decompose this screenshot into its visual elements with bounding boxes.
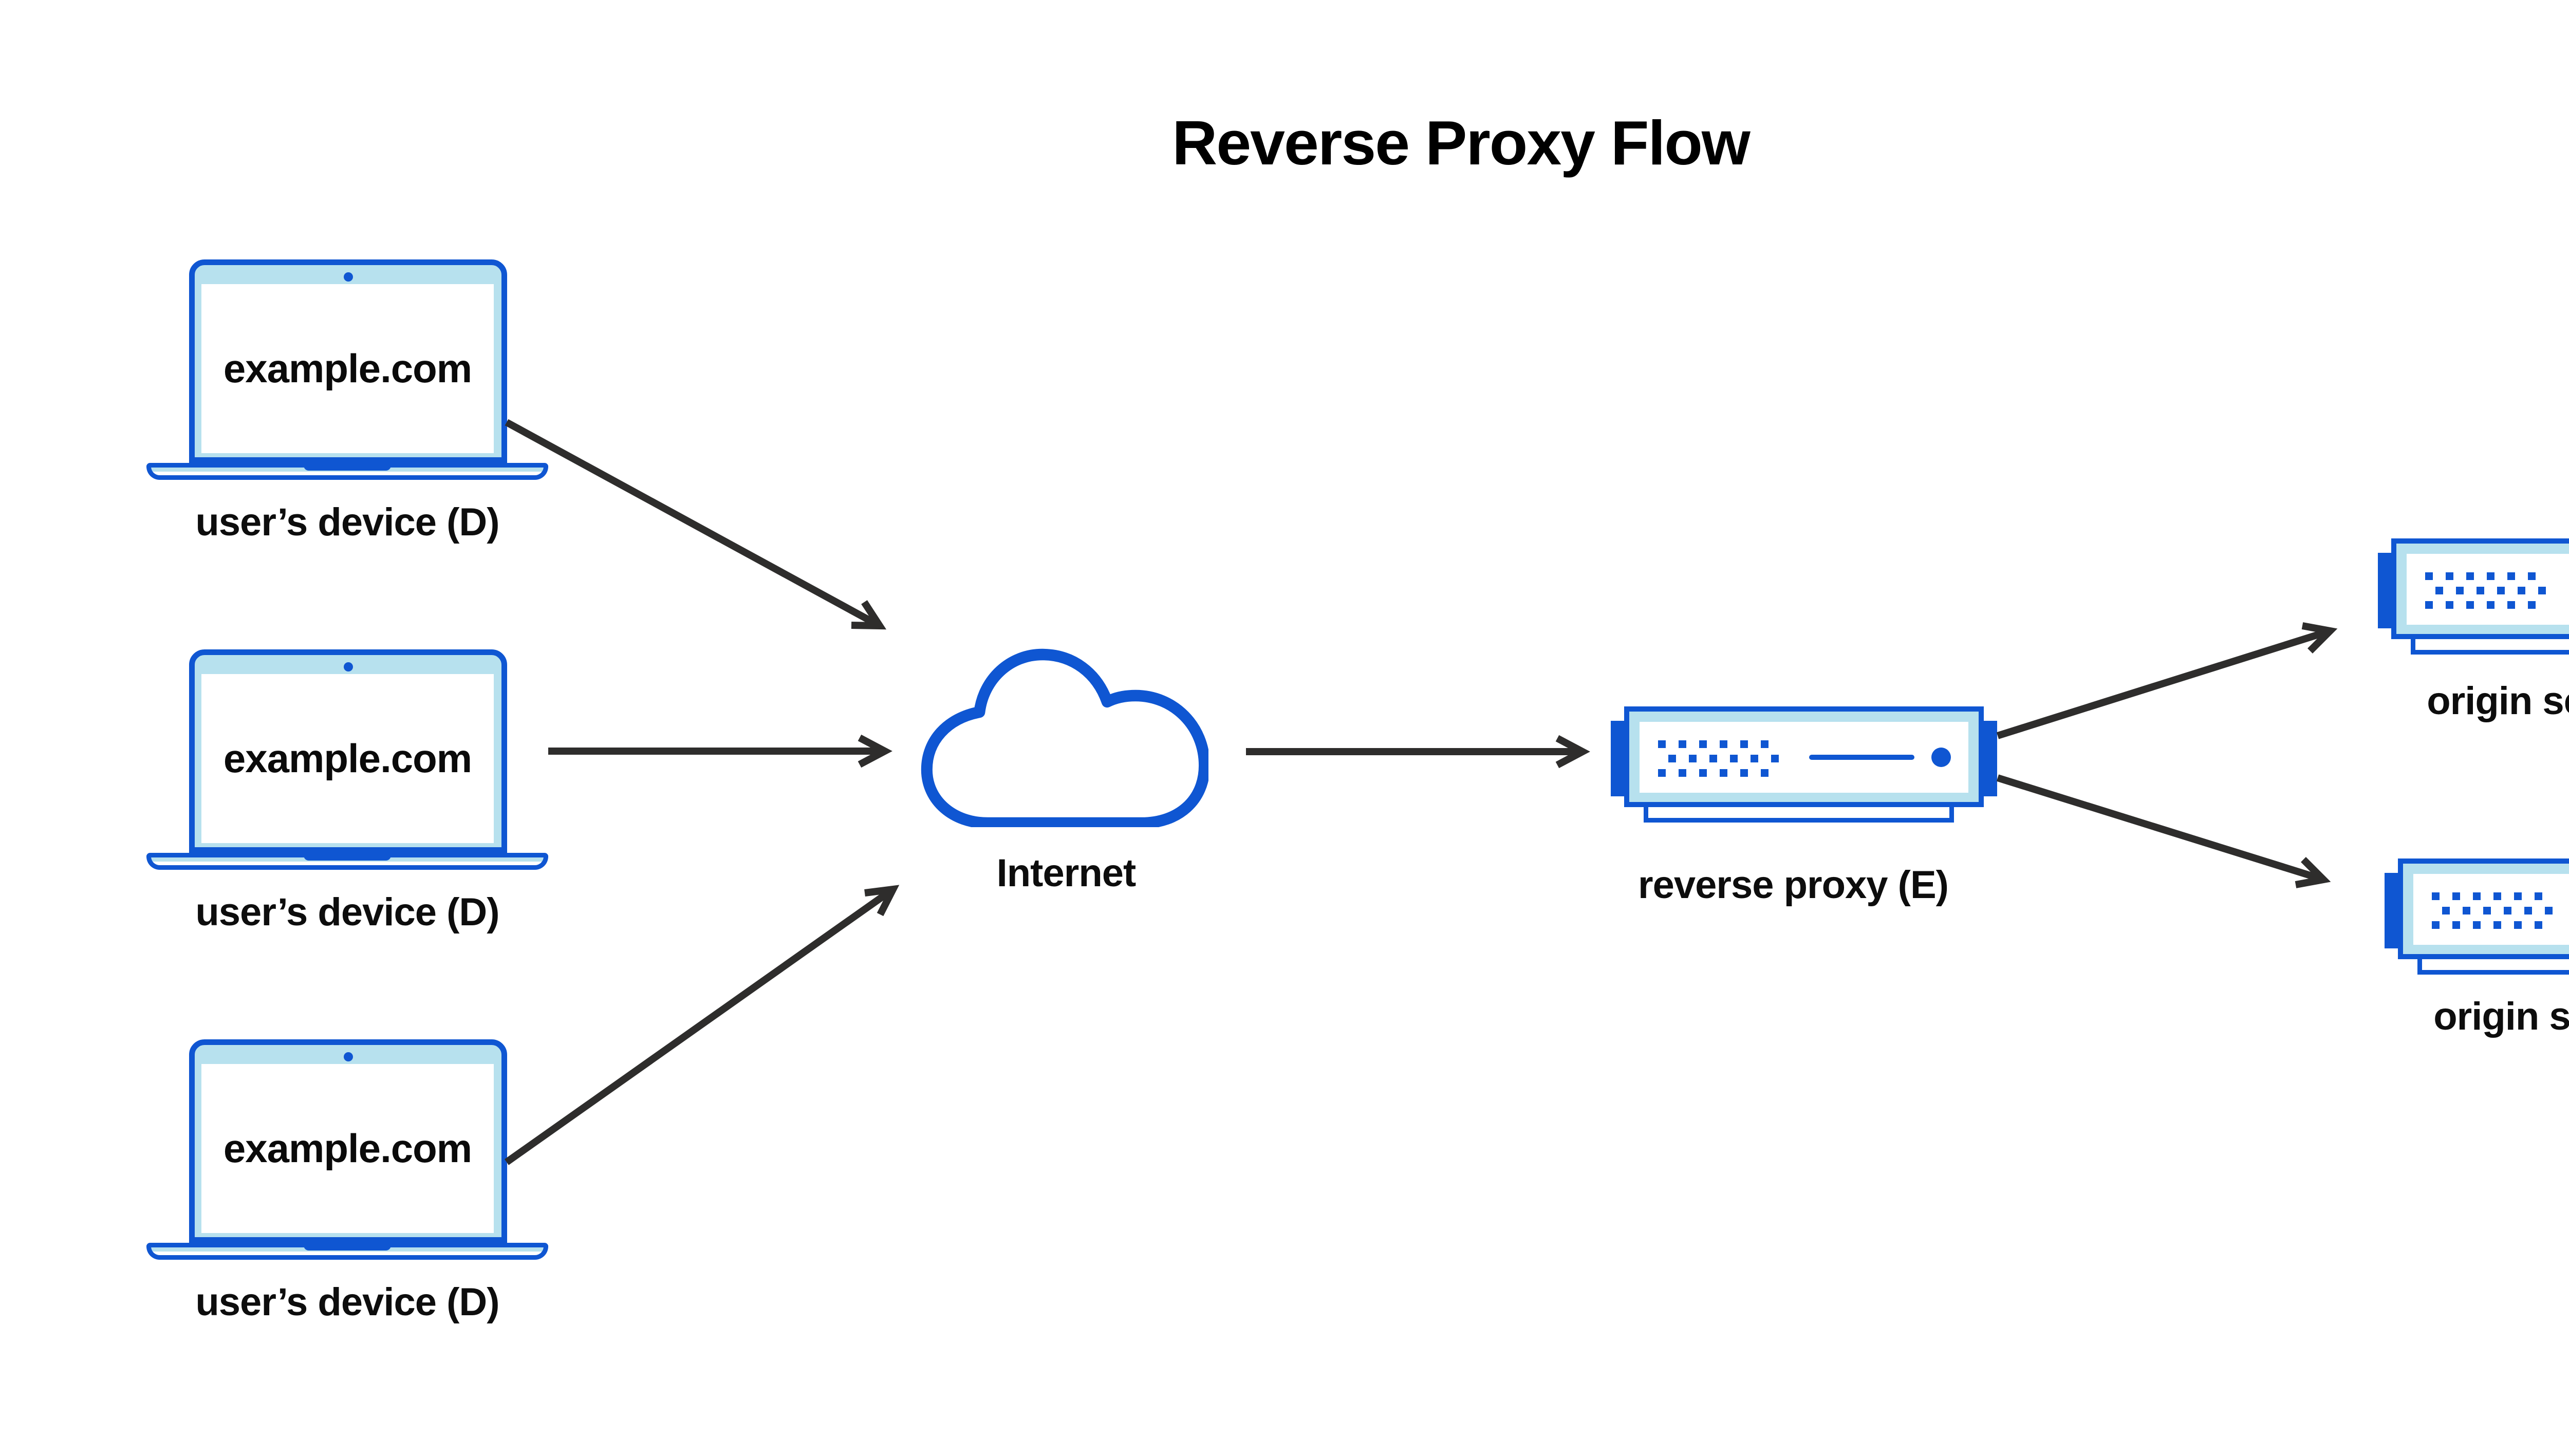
server-slot <box>1809 755 1914 760</box>
reverse-proxy <box>1611 706 1997 830</box>
arrow-device3-to-internet <box>504 885 900 1165</box>
laptop-screen: example.com <box>201 674 494 843</box>
device-screen-url: example.com <box>223 736 472 781</box>
arrow-proxy-to-origin2 <box>1996 774 2331 888</box>
laptop-icon: example.com <box>189 1039 507 1243</box>
device-screen-url: example.com <box>223 346 472 391</box>
laptop-base-notch <box>304 463 391 471</box>
server-left-flange <box>2378 553 2393 628</box>
arrow-proxy-to-origin1 <box>1996 622 2338 739</box>
server-left-flange <box>1611 721 1626 796</box>
laptop-base-notch <box>304 1243 391 1250</box>
arrow-device2-to-internet <box>548 734 892 768</box>
origin-server-1 <box>2378 538 2569 662</box>
laptop-icon: example.com <box>189 649 507 853</box>
server-vent-dots <box>2425 572 2546 609</box>
server-led <box>1931 748 1951 767</box>
server-base <box>2411 639 2569 655</box>
webcam-icon <box>343 1052 353 1061</box>
server-vent-dots <box>1658 740 1779 777</box>
diagram-title: Reverse Proxy Flow <box>1172 108 1751 178</box>
reverse-proxy-label: reverse proxy (E) <box>1638 863 1949 907</box>
server-icon <box>2391 538 2569 639</box>
server-icon <box>1624 706 1984 807</box>
arrow-device1-to-internet <box>505 419 887 630</box>
server-faceplate <box>2413 874 2569 945</box>
device-screen-url: example.com <box>223 1126 472 1171</box>
server-base <box>2417 959 2569 975</box>
server-faceplate <box>2407 554 2569 625</box>
webcam-icon <box>343 662 353 671</box>
webcam-icon <box>343 272 353 282</box>
laptop-base-notch <box>304 853 391 861</box>
user-device-3: example.com <box>146 1039 548 1271</box>
internet-label: Internet <box>996 851 1137 895</box>
origin-server-2 <box>2385 858 2569 982</box>
laptop-icon: example.com <box>189 259 507 463</box>
user-device-2-label: user’s device (D) <box>195 890 499 934</box>
server-right-flange <box>1982 721 1997 796</box>
server-vent-dots <box>2432 892 2553 929</box>
server-icon <box>2398 858 2569 959</box>
origin-server-2-label: origin server (F) <box>2433 995 2569 1038</box>
server-faceplate <box>1640 722 1968 793</box>
origin-server-1-label: origin server (F) <box>2427 679 2569 723</box>
cloud-icon <box>921 648 1208 827</box>
server-left-flange <box>2385 873 2400 948</box>
user-device-3-label: user’s device (D) <box>195 1280 499 1324</box>
user-device-2: example.com <box>146 649 548 881</box>
arrow-internet-to-proxy <box>1246 735 1590 769</box>
laptop-screen: example.com <box>201 1064 494 1233</box>
user-device-1-label: user’s device (D) <box>195 500 499 544</box>
user-device-1: example.com <box>146 259 548 491</box>
server-base <box>1644 807 1954 823</box>
laptop-screen: example.com <box>201 284 494 453</box>
